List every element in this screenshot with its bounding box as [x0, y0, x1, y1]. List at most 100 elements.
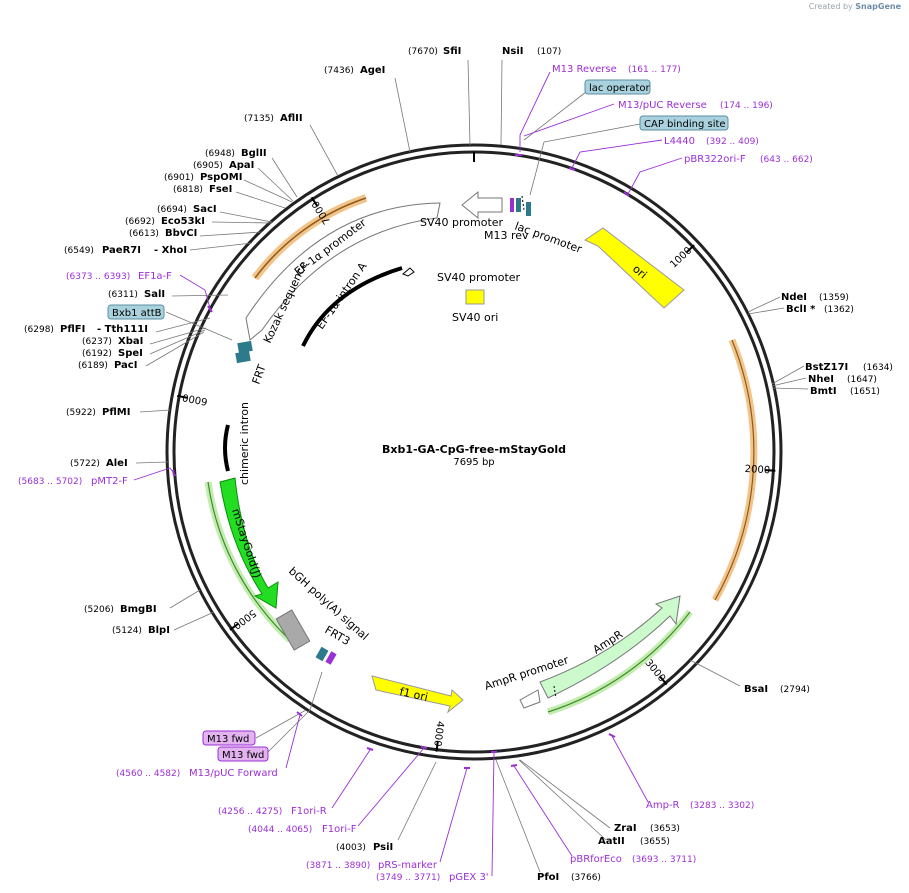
leader-blpi — [173, 611, 215, 631]
leader-paci — [145, 331, 205, 367]
primer-pbr322-name: pBR322ori-F — [684, 154, 746, 165]
internal-features — [219, 190, 685, 714]
enz-blpi-pos: (5124) — [112, 626, 142, 636]
pline-f1ori-r — [331, 749, 371, 809]
enz-nhei-name: NheI — [808, 374, 834, 385]
enz-pfoi-pos: (3766) — [571, 873, 601, 883]
box-lac-operator-text: lac operator — [589, 83, 650, 94]
primer-prs-name: pRS-marker — [378, 860, 438, 871]
tick-label-3000: 3000 — [642, 658, 667, 685]
box-m13fwd-2-text: M13 fwd — [222, 750, 264, 761]
primer-pgex-range: (3749 .. 3771) — [376, 873, 440, 883]
primer-f1ori-r-range: (4256 .. 4275) — [218, 807, 282, 817]
leader-cap2 — [529, 141, 545, 196]
tick-label-4000: 4000 — [431, 720, 445, 747]
enz-bglii-name: BglII — [241, 148, 267, 159]
tick-6000 — [177, 394, 188, 399]
leader-bglii — [271, 157, 298, 198]
ef1a-intron-a-bar — [301, 266, 403, 347]
scale-ticks — [177, 152, 776, 752]
enz-paci-pos: (6189) — [78, 361, 108, 371]
box-cap-site-text: CAP binding site — [644, 119, 726, 130]
leader-psii — [397, 761, 437, 841]
primer-ef1a-range: (6373 .. 6393) — [66, 272, 130, 282]
primer-pmt2-range: (5683 .. 5702) — [18, 477, 82, 487]
leader-ndei — [747, 296, 781, 313]
ampr-promoter-arrow — [519, 689, 541, 709]
mark-ef1a — [207, 305, 213, 313]
enz-psii-name: PsiI — [373, 842, 393, 853]
highlight-mstaygold-line — [207, 481, 291, 641]
mark-m13fwd — [296, 711, 303, 717]
enz-pspomi-name: PspOMI — [200, 172, 242, 183]
enz-spei-pos: (6192) — [82, 349, 112, 359]
frt-teal — [235, 350, 251, 364]
tick-4000 — [435, 741, 439, 752]
enz-agei-pos: (7436) — [324, 66, 354, 76]
box-lac-operator — [584, 79, 651, 95]
primer-m13puc-reverse-range: (174 .. 196) — [720, 101, 773, 111]
leader-bstz17i — [771, 365, 805, 385]
primer-prs-range: (3871 .. 3890) — [306, 861, 370, 871]
leader-eco53ki — [211, 221, 273, 224]
leader-sali — [171, 294, 229, 297]
sv40-promoter-arrow-top — [461, 190, 503, 220]
sv40-promoter-arrow-mid — [402, 267, 415, 277]
tick-label-5000: 5000 — [231, 607, 258, 631]
primer-pbr322-range: (643 .. 662) — [760, 155, 813, 165]
backbone-outer — [165, 143, 783, 761]
plasmid-length: 7695 bp — [453, 457, 494, 468]
enz-pflfi-pos: (6298) — [24, 325, 54, 335]
leader-cap — [543, 123, 641, 143]
leader-agei — [394, 77, 411, 153]
enz-paci-name: PacI — [114, 360, 137, 371]
box-m13fwd-1-text: M13 fwd — [207, 734, 249, 745]
primer-pmt2-name: pMT2-F — [91, 476, 128, 487]
ampr-arrow — [539, 595, 681, 699]
tick-label-6000: 6000 — [182, 391, 209, 407]
mark-pmt2 — [172, 469, 175, 477]
leader-zrai — [519, 759, 611, 829]
leader-xhoi — [189, 242, 253, 251]
label-chimeric-intron: chimeric intron — [238, 402, 251, 485]
mark-ampr — [608, 733, 616, 738]
bgh-polya-box — [275, 609, 311, 651]
leader-m13fwd2 — [265, 709, 311, 755]
ef1a-promoter-arrow — [245, 202, 441, 341]
enz-pfoi-name: PfoI — [537, 872, 559, 883]
enz-xbai-pos: (6237) — [82, 337, 112, 347]
mark-l4440 — [568, 167, 576, 171]
box-m13fwd-2 — [217, 746, 269, 762]
leader-nhei — [771, 377, 807, 387]
primer-m13-reverse-range: (161 .. 177) — [628, 65, 681, 75]
primer-l4440-name: L4440 — [664, 136, 695, 147]
pline-m13-reverse — [519, 71, 551, 152]
leader-bmgbi — [169, 589, 201, 609]
enz-ndei-pos: (1359) — [819, 293, 849, 303]
enz-bstz17i-pos: (1634) — [863, 363, 893, 373]
enz-zrai-name: ZraI — [614, 823, 637, 834]
primer-ampr-name: Amp-R — [646, 800, 680, 811]
enzyme-labels: NsiI (107) NdeI (1359) BclI * (1362) Bst… — [24, 46, 893, 883]
enz-aatii-name: AatII — [598, 836, 625, 847]
credit-prefix: Created by — [808, 2, 853, 11]
enz-nhei-pos: (1647) — [847, 375, 877, 385]
enz-bmgbi-name: BmgBI — [120, 604, 157, 615]
enz-bcli-name: BclI * — [786, 304, 816, 315]
leader-pflmi — [139, 409, 171, 413]
primer-m13puc-fwd-name: M13/pUC Forward — [189, 768, 278, 779]
enz-alei-name: AleI — [106, 458, 128, 469]
enz-agei-name: AgeI — [360, 65, 385, 76]
pline-m13puc-reverse — [523, 103, 615, 137]
enz-pflmi-pos: (5922) — [66, 408, 96, 418]
tick-label-2000: 2000 — [744, 464, 770, 477]
label-sv40-promoter-mid: SV40 promoter — [437, 271, 521, 284]
leader-spei — [149, 329, 206, 355]
enz-bsai-name: BsaI — [744, 684, 768, 695]
box-bxb1-attb — [107, 304, 165, 320]
leader-bmti — [771, 387, 809, 390]
enz-xbai-name: XbaI — [118, 336, 143, 347]
primer-m13puc-reverse-name: M13/pUC Reverse — [618, 100, 707, 111]
leader-alei — [135, 461, 169, 464]
